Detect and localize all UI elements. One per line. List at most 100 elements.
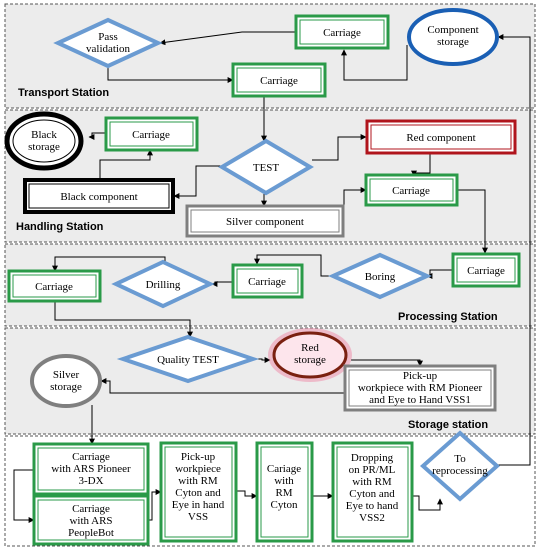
- connector: [52, 256, 166, 272]
- black-component-label: Black component: [60, 191, 137, 203]
- pickup-vss1-label: workpiece with RM Pioneer: [358, 382, 483, 394]
- pass-validation-label: Pass: [98, 31, 118, 43]
- component-storage-label: Component: [427, 24, 478, 36]
- carriage-label: Carriage: [323, 27, 361, 39]
- connector: [495, 34, 531, 466]
- handling-station-label: Handling Station: [16, 221, 104, 233]
- pickup-vss1-label: and Eye to Hand VSS1: [369, 394, 471, 406]
- red-storage-label: Red: [301, 342, 319, 354]
- black-storage-label: storage: [28, 141, 60, 153]
- silver-storage-label: storage: [50, 381, 82, 393]
- silver-storage-label: Silver: [53, 369, 80, 381]
- carriage-label: Carriage: [467, 265, 505, 277]
- connector: [173, 165, 221, 199]
- silver-component-node[interactable]: Silver component: [185, 204, 345, 238]
- dropping-vss2-label: Dropping: [351, 452, 394, 464]
- storage-station-label: Storage station: [408, 419, 488, 431]
- carriage-ars-pioneer-label: with ARS Pioneer: [51, 463, 131, 475]
- carriage-node[interactable]: Carriage: [7, 269, 102, 303]
- carriage-label: Carriage: [260, 75, 298, 87]
- component-storage-label: storage: [437, 36, 469, 48]
- red-component-node[interactable]: Red component: [365, 119, 517, 155]
- connectors: [13, 31, 531, 523]
- carriage-node[interactable]: Carriage: [231, 263, 304, 299]
- boring-node[interactable]: Boring: [328, 252, 432, 300]
- carriage-node[interactable]: Carriage: [104, 116, 199, 152]
- pickup-vss-label: workpiece: [175, 463, 221, 475]
- connector: [312, 134, 367, 161]
- red-storage-label: storage: [294, 354, 326, 366]
- dropping-vss2-label: on PR/ML: [349, 464, 396, 476]
- cariage-cyton-label: RM: [275, 487, 292, 499]
- carriage-node[interactable]: Carriage: [294, 14, 390, 50]
- carriage-node[interactable]: Carriage: [364, 173, 459, 207]
- black-storage-label: Black: [31, 129, 57, 141]
- connector: [148, 489, 162, 521]
- dropping-vss2-label: with RM: [352, 476, 392, 488]
- pickup-vss1-label: Pick-up: [403, 370, 438, 382]
- carriage-ars-pioneer-label: 3-DX: [78, 475, 103, 487]
- test-node[interactable]: TEST: [218, 138, 314, 196]
- connector: [100, 378, 345, 394]
- cariage-cyton-label: Cyton: [271, 499, 298, 511]
- carriage-ars-pioneer-label: Carriage: [72, 451, 110, 463]
- to-reprocessing-label: reprocessing: [432, 465, 488, 477]
- connector: [99, 149, 153, 180]
- carriage-node[interactable]: Carriage: [451, 252, 521, 288]
- connector: [412, 495, 443, 511]
- transport-station-label: Transport Station: [18, 87, 109, 99]
- connector: [236, 490, 258, 499]
- red-component-label: Red component: [406, 132, 475, 144]
- silver-component-label: Silver component: [226, 216, 304, 228]
- boring-label: Boring: [365, 271, 396, 283]
- connector: [107, 66, 234, 83]
- pass-validation-label: validation: [86, 43, 130, 55]
- dropping-vss2-label: Eye to hand: [346, 500, 399, 512]
- connector: [351, 359, 423, 367]
- carriage-label: Carriage: [35, 281, 73, 293]
- connector: [341, 45, 408, 81]
- carriage-ars-peoplebot-label: Carriage: [72, 503, 110, 515]
- drilling-node[interactable]: Drilling: [111, 259, 215, 309]
- pickup-vss-label: Pick-up: [181, 451, 216, 463]
- processing-station-label: Processing Station: [398, 311, 498, 323]
- carriage-node[interactable]: Carriage: [231, 62, 327, 98]
- connector: [54, 301, 193, 338]
- pickup-vss-label: Cyton and: [175, 487, 221, 499]
- connector: [457, 189, 488, 254]
- connector: [88, 132, 106, 140]
- cariage-cyton-label: Cariage: [267, 463, 301, 475]
- dropping-vss2-label: VSS2: [359, 512, 385, 524]
- pickup-vss-label: with RM: [178, 475, 218, 487]
- black-component-node[interactable]: Black component: [23, 178, 175, 214]
- pickup-vss-label: Eye in hand: [172, 499, 225, 511]
- dropping-vss2-label: Cyton and: [349, 488, 395, 500]
- quality-test-node[interactable]: Quality TEST: [116, 334, 260, 384]
- connector: [159, 31, 296, 46]
- connector: [254, 254, 333, 277]
